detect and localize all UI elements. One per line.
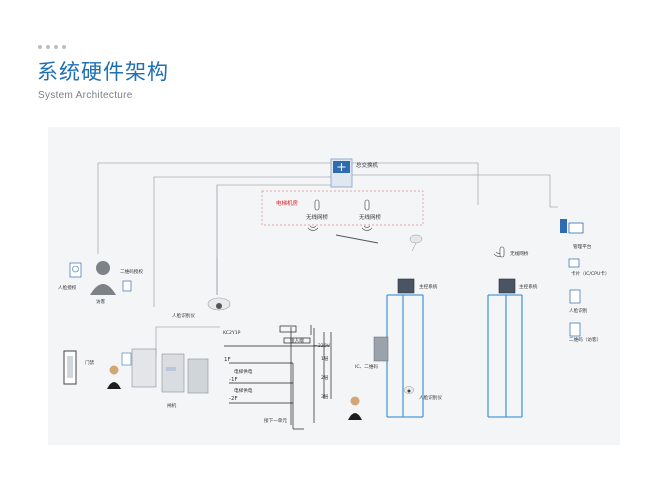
network-lines [97, 162, 558, 357]
bridge-label-right: 无线网桥 [510, 250, 529, 257]
face-id-label: 人脸识别 [569, 307, 588, 314]
core-switch-label: 总交换机 [356, 161, 379, 169]
elevator-shaft-left [386, 294, 424, 418]
person-icon [107, 365, 362, 420]
elevator-room: 电梯机房 无线网桥 无线网桥 [261, 190, 424, 226]
terminal-label: 接入端 [290, 337, 304, 344]
door-icon [63, 350, 77, 385]
computer-icon [560, 219, 584, 234]
panel-label: KC2Y1P [223, 330, 241, 336]
face-id-icon [569, 289, 581, 304]
power-label: ~220V [314, 343, 331, 349]
floor-b1-label: -1F [229, 377, 238, 383]
page-title: 系统硬件架构 [37, 61, 169, 84]
car-camera-icon [403, 386, 415, 394]
face-auth-icon [69, 262, 82, 278]
qr-code-icon [122, 280, 132, 292]
gate-icon [121, 348, 209, 394]
bottom-label: 接下一单元 [264, 417, 287, 424]
face-auth-label: 人脸授权 [58, 284, 77, 291]
bridge-icon [499, 246, 505, 258]
decorative-dots [38, 45, 66, 49]
card-icon [568, 258, 580, 268]
page-subtitle: System Architecture [38, 90, 133, 101]
floor-b2-label: -2F [229, 396, 238, 402]
reader-panel [373, 336, 389, 362]
visitor-label: 访客 [96, 298, 106, 305]
qr-visitor-label: 二维码（访客） [569, 336, 601, 343]
architecture-diagram: 总交换机 电梯机房 无线网桥 无线网桥 人脸授权 访客 二维码授权 人脸识别仪 [48, 127, 620, 445]
wifi-signal-icon [307, 225, 505, 257]
visitor-avatar [90, 261, 116, 295]
bridge-icon [364, 199, 370, 211]
wiring-1f-label: 电梯供电 [234, 368, 253, 375]
face-recognizer-car-label: 人脸识别仪 [419, 394, 442, 401]
ic-qr-label: IC、二维码 [355, 363, 378, 370]
wiring-schematic [224, 325, 332, 430]
bridge-label-2: 无线网桥 [359, 213, 382, 221]
management-label: 管理平台 [573, 243, 592, 250]
camera-dome-icon [207, 297, 231, 311]
antenna-cable [335, 234, 379, 244]
bridge-label-1: 无线网桥 [306, 213, 329, 221]
card-label: 卡片（IC/CPU卡） [571, 270, 609, 277]
elevator-room-label: 电梯机房 [276, 199, 299, 207]
core-switch: 总交换机 [330, 158, 379, 188]
architecture-svg: 总交换机 电梯机房 无线网桥 无线网桥 人脸授权 访客 二维码授权 人脸识别仪 [58, 158, 609, 430]
side-label-2: 2层 [321, 375, 329, 381]
controller-box-left [397, 278, 415, 294]
controller-left-label: 主控系统 [419, 283, 438, 290]
wiring-b1-label: 电梯供电 [234, 387, 253, 394]
floor-1f-label: 1F [224, 357, 231, 363]
controller-box-right [498, 278, 516, 294]
qr-auth-label: 二维码授权 [120, 268, 143, 275]
door-label: 门禁 [85, 359, 95, 366]
side-label-3: 3层 [321, 394, 329, 400]
face-recognizer-ceiling-label: 人脸识别仪 [172, 312, 195, 319]
dish-antenna-icon [409, 234, 423, 252]
controller-right-label: 主控系统 [519, 283, 538, 290]
side-label-1: 1层 [321, 356, 329, 362]
elevator-shaft-right [487, 294, 523, 418]
qr-visitor-icon [569, 322, 581, 337]
gate-label: 闸机 [167, 402, 177, 409]
bridge-icon [314, 199, 320, 211]
